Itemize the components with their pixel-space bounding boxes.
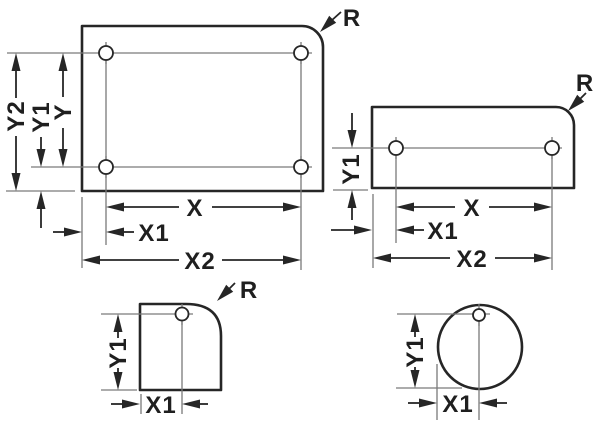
label-y1: Y1 [28,101,55,132]
dim-x2: X2 [82,248,301,275]
dim-x1: X1 [111,392,208,419]
arrowhead [11,173,21,191]
dim-x1: X1 [408,391,507,418]
dim-x: X [106,195,301,222]
label-x1: X1 [138,220,169,247]
plate-outline [370,105,576,190]
label-x: X [186,195,203,222]
hole [472,308,486,322]
dim-x1: X1 [331,218,458,245]
label-x2: X2 [456,246,487,273]
hole [98,159,114,175]
label-x: X [463,195,480,222]
dim-x2: X2 [373,246,552,273]
extension-lines [332,147,562,270]
dim-y2: Y2 [3,53,30,191]
label-x2: X2 [184,248,215,275]
hole [293,45,309,61]
dim-y1: Y1 [105,314,132,390]
leader-line [330,11,342,22]
view-top-right-plate: R Y1 X X1 X2 [331,70,594,273]
label-y1: Y1 [338,153,365,184]
dim-x1: X1 [53,220,169,247]
arrowhead [410,370,420,388]
arrowhead [182,399,200,409]
arrowhead [36,191,46,209]
arrowhead [113,372,123,390]
arrowhead [64,227,82,237]
label-x1: X1 [145,392,176,419]
label-y2: Y2 [3,100,30,131]
arrowhead [396,202,414,212]
arrowhead [479,398,497,408]
arrowhead [283,202,301,212]
hole [174,306,190,322]
dim-y: Y [50,53,77,167]
radius-callout: R [217,277,258,304]
dim-y1: Y1 [402,314,429,388]
view-bottom-right-circle: Y1 X1 [396,303,524,420]
label-y: Y [50,103,77,120]
view-bottom-left-square: R Y1 X1 [101,277,258,419]
arrowhead [534,202,552,212]
circle-outline [436,303,524,391]
label-x1: X1 [427,218,458,245]
plate-outline [138,302,223,392]
arrowhead [410,314,420,332]
mounting-holes [388,137,560,159]
label-y1: Y1 [402,336,429,367]
arrowhead [106,202,124,212]
view-top-left-plate: R Y2 Y1 Y X [3,5,361,275]
label-x1: X1 [442,391,473,418]
dim-y1: Y1 [28,101,55,228]
label-y1: Y1 [105,337,132,368]
arrowhead [122,399,140,409]
radius-callout: R [320,5,361,33]
arrowhead [373,253,391,263]
plate-outline [80,24,325,193]
dim-y1: Y1 [338,113,365,220]
arrowhead [113,314,123,332]
mounting-holes [98,42,309,178]
arrowhead [106,227,124,237]
arrowhead [82,255,100,265]
radius-callout: R [568,70,594,111]
arrowhead [283,255,301,265]
label-radius: R [576,70,594,97]
arrowhead [58,53,68,71]
hole [98,45,114,61]
arrowhead [36,149,46,167]
mounting-holes [174,304,190,325]
label-radius: R [343,5,361,32]
arrowhead [396,225,414,235]
arrowhead [534,253,552,263]
arrowhead [58,149,68,167]
leader-line [227,282,236,291]
hole [293,159,309,175]
label-radius: R [240,277,258,304]
arrowhead [11,53,21,71]
hole [544,140,560,156]
mounting-holes [472,304,486,326]
hole [388,140,404,156]
arrowhead [347,130,357,148]
leader-line [578,92,587,101]
dim-x: X [396,195,552,222]
arrowhead [419,398,437,408]
arrowhead [354,225,372,235]
arrowhead [347,190,357,208]
